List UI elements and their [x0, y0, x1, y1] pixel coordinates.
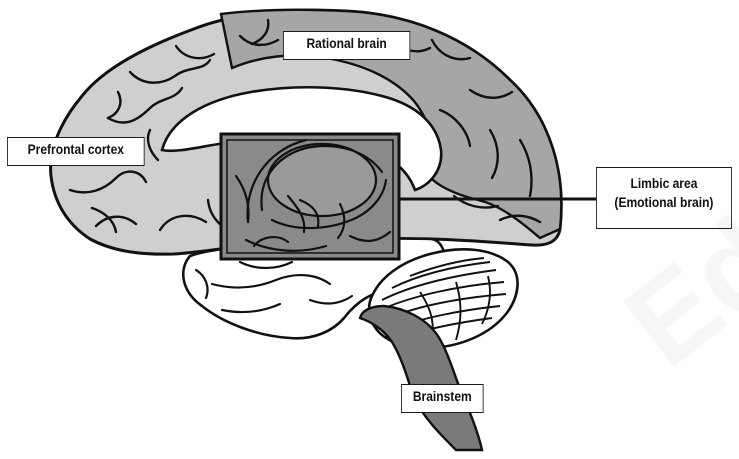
rational-brain-label: Rational brain [283, 31, 410, 60]
prefrontal-cortex-label: Prefrontal cortex [7, 137, 145, 166]
limbic-area-label-line2: (Emotional brain) [601, 193, 727, 212]
brainstem-label: Brainstem [401, 384, 484, 413]
limbic-area-label-line1: Limbic area [601, 174, 727, 193]
limbic-area-label: Limbic area (Emotional brain) [596, 167, 732, 229]
